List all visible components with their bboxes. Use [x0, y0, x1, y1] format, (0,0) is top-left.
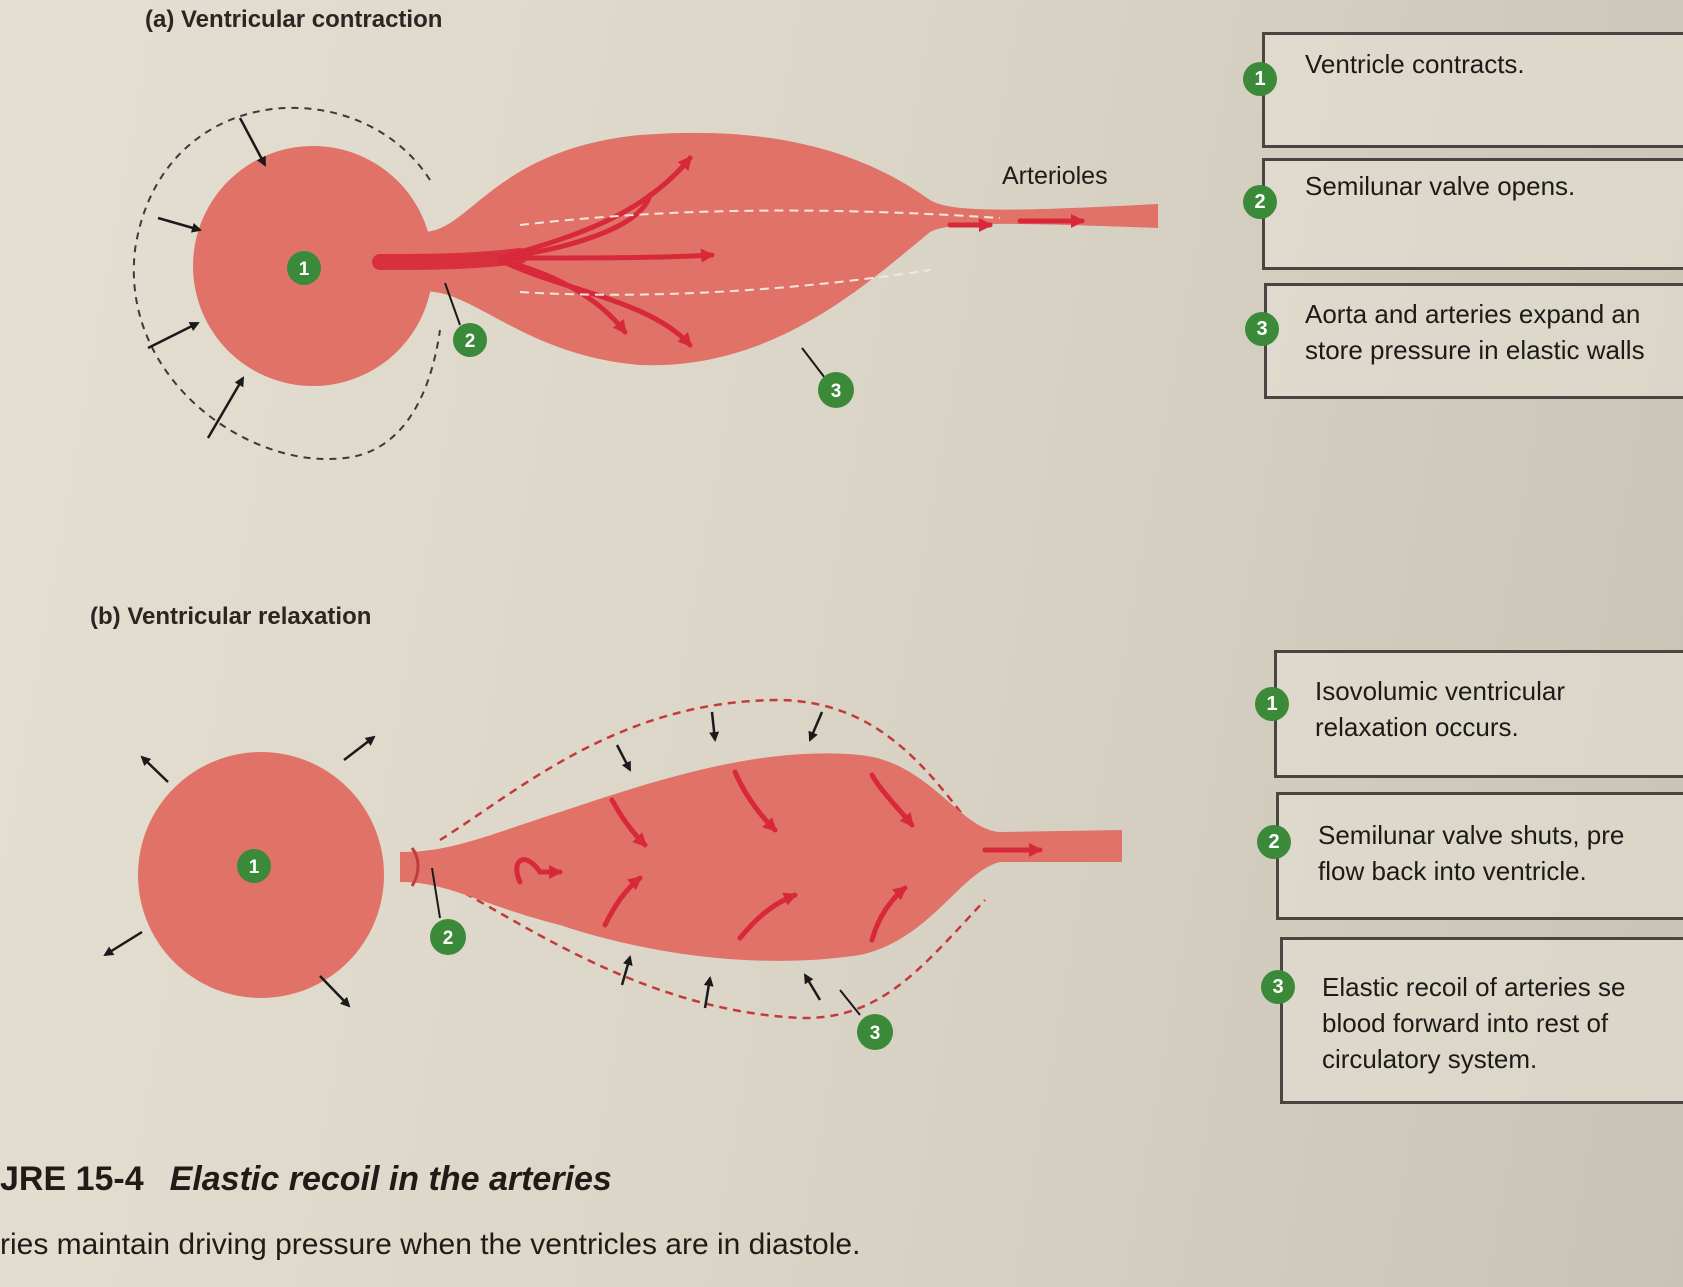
step-text-a-3-line-2: store pressure in elastic walls: [1305, 335, 1645, 365]
step-text-a-2-line-1: Semilunar valve opens.: [1305, 171, 1576, 201]
step-text-a-1: Ventricle contracts.: [1305, 46, 1525, 82]
aorta-b: [400, 753, 1122, 961]
panel-b-title: (b) Ventricular relaxation: [90, 603, 372, 630]
step-text-a-3: Aorta and arteries expand an store press…: [1305, 296, 1645, 368]
step-badge-b-1: 1: [1255, 687, 1289, 721]
marker-a-3-label: 3: [831, 381, 842, 402]
step-badge-a-2: 2: [1243, 185, 1277, 219]
step-box-a-3: [1264, 283, 1683, 399]
figure-title: Elastic recoil in the arteries: [169, 1160, 612, 1198]
marker-b-2-label: 2: [443, 928, 454, 949]
figure-caption: ries maintain driving pressure when the …: [0, 1228, 861, 1261]
marker-b-3-label: 3: [870, 1023, 881, 1044]
step-badge-a-1: 1: [1243, 62, 1277, 96]
artery-dashed-outline: [439, 698, 987, 1020]
recoil-arrows-b: [615, 711, 824, 1009]
marker-a-1-label: 1: [299, 259, 310, 280]
step-box-b-1: [1274, 650, 1683, 778]
expansion-arrows-b: [103, 735, 376, 1008]
step-text-a-1-line-1: Ventricle contracts.: [1305, 49, 1525, 79]
step-badge-b-2: 2: [1257, 825, 1291, 859]
step-text-b-1: Isovolumic ventricular relaxation occurs…: [1315, 673, 1565, 745]
step-text-b-3: Elastic recoil of arteries se blood forw…: [1322, 969, 1625, 1077]
flow-arrows-b: [514, 769, 1043, 943]
flow-arrows-a: [372, 155, 1085, 348]
step-text-b-1-line-1: Isovolumic ventricular: [1315, 676, 1565, 706]
step-text-b-1-line-2: relaxation occurs.: [1315, 712, 1519, 742]
marker-a-2-label: 2: [465, 331, 476, 352]
panel-a-illustration: [132, 106, 1158, 461]
marker-a-1: 1: [287, 251, 321, 285]
compression-arrows-a: [147, 117, 267, 439]
step-text-a-3-line-1: Aorta and arteries expand an: [1305, 299, 1641, 329]
step-text-b-2-line-1: Semilunar valve shuts, pre: [1318, 820, 1625, 850]
step-text-b-3-line-1: Elastic recoil of arteries se: [1322, 972, 1626, 1002]
marker-a-3: 3: [818, 372, 854, 408]
step-badge-a-3: 3: [1245, 312, 1279, 346]
step-text-b-3-line-2: blood forward into rest of: [1322, 1008, 1609, 1038]
step-box-a-2: [1262, 158, 1683, 270]
figure-number: JRE 15-4: [0, 1160, 144, 1198]
marker-b-3: 3: [857, 1014, 893, 1050]
step-text-b-2-line-2: flow back into ventricle.: [1318, 856, 1587, 886]
figure-label: JRE 15-4 Elastic recoil in the arteries: [0, 1160, 612, 1199]
step-text-a-2: Semilunar valve opens.: [1305, 168, 1575, 204]
step-text-b-3-line-3: circulatory system.: [1322, 1044, 1538, 1074]
marker-a-2: 2: [453, 323, 487, 357]
marker-b-1: 1: [237, 849, 271, 883]
diagram-markers: 1 2 3 1 2 3: [237, 251, 893, 1050]
step-badge-b-3: 3: [1261, 970, 1295, 1004]
panel-a-title: (a) Ventricular contraction: [145, 6, 443, 33]
step-box-b-3: [1280, 937, 1683, 1104]
marker-b-2: 2: [430, 919, 466, 955]
step-text-b-2: Semilunar valve shuts, pre flow back int…: [1318, 817, 1624, 889]
marker-b-1-label: 1: [249, 857, 260, 878]
arterioles-label: Arterioles: [1002, 162, 1108, 190]
